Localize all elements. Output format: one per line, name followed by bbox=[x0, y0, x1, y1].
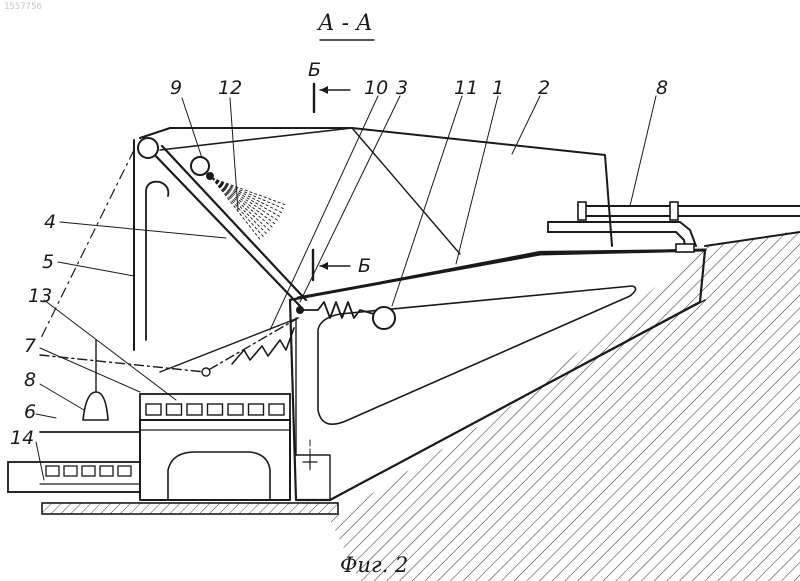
section-mark-top: Б bbox=[308, 59, 350, 112]
roller-13-segment bbox=[249, 404, 264, 415]
label-8-left: 8 bbox=[24, 369, 36, 391]
roller-13-segment bbox=[187, 404, 202, 415]
roller-13-segment bbox=[228, 404, 243, 415]
section-mark-top-label: Б bbox=[308, 59, 321, 81]
housing-2 bbox=[140, 128, 612, 254]
roller-13-segment bbox=[208, 404, 223, 415]
spray-ray bbox=[212, 178, 267, 234]
label-4: 4 bbox=[44, 211, 56, 233]
section-mark-bottom: Б bbox=[313, 250, 371, 280]
label-6: 6 bbox=[24, 401, 36, 423]
sprayer-9 bbox=[191, 157, 214, 180]
label-10: 10 bbox=[364, 77, 388, 99]
spray-ray bbox=[212, 178, 275, 224]
roller-13-segment bbox=[167, 404, 182, 415]
roller-14-segment bbox=[100, 466, 113, 476]
label-11: 11 bbox=[454, 77, 478, 99]
roller-conveyor-14 bbox=[8, 462, 140, 492]
support-base bbox=[140, 420, 290, 500]
spray-fan-12 bbox=[212, 178, 285, 239]
label-12: 12 bbox=[218, 77, 242, 99]
spray-ray bbox=[212, 178, 285, 205]
section-mark-bottom-label: Б bbox=[358, 255, 371, 277]
pan-6 bbox=[40, 340, 140, 462]
roller-table-13 bbox=[140, 394, 290, 420]
label-7: 7 bbox=[24, 335, 36, 357]
base-plate bbox=[42, 503, 338, 514]
label-5: 5 bbox=[42, 251, 54, 273]
spray-ray bbox=[212, 178, 272, 227]
section-title: А - А bbox=[316, 11, 373, 36]
roller-11 bbox=[373, 307, 395, 329]
label-8-right: 8 bbox=[656, 77, 668, 99]
figure-caption: Фиг. 2 bbox=[340, 553, 408, 577]
label-9: 9 bbox=[170, 77, 182, 99]
label-2: 2 bbox=[538, 77, 550, 99]
rod bbox=[296, 318, 317, 470]
spray-ray bbox=[212, 178, 282, 213]
roller-14-segment bbox=[82, 466, 95, 476]
label-14: 14 bbox=[10, 427, 34, 449]
roller-14-segment bbox=[118, 466, 131, 476]
zigzag-3 bbox=[202, 328, 294, 376]
label-1: 1 bbox=[492, 77, 504, 99]
frame-5 bbox=[40, 140, 168, 350]
spray-ray bbox=[212, 178, 278, 220]
label-3: 3 bbox=[396, 77, 408, 99]
knife-lever-4 bbox=[138, 138, 306, 306]
roller-13-segment bbox=[146, 404, 161, 415]
watermark-text: 1557756 bbox=[4, 2, 42, 12]
label-13: 13 bbox=[28, 285, 52, 307]
roller-14-segment bbox=[64, 466, 77, 476]
roller-13-segment bbox=[269, 404, 284, 415]
roller-14-segment bbox=[46, 466, 59, 476]
ground-right bbox=[330, 230, 800, 581]
spray-ray bbox=[212, 178, 284, 209]
